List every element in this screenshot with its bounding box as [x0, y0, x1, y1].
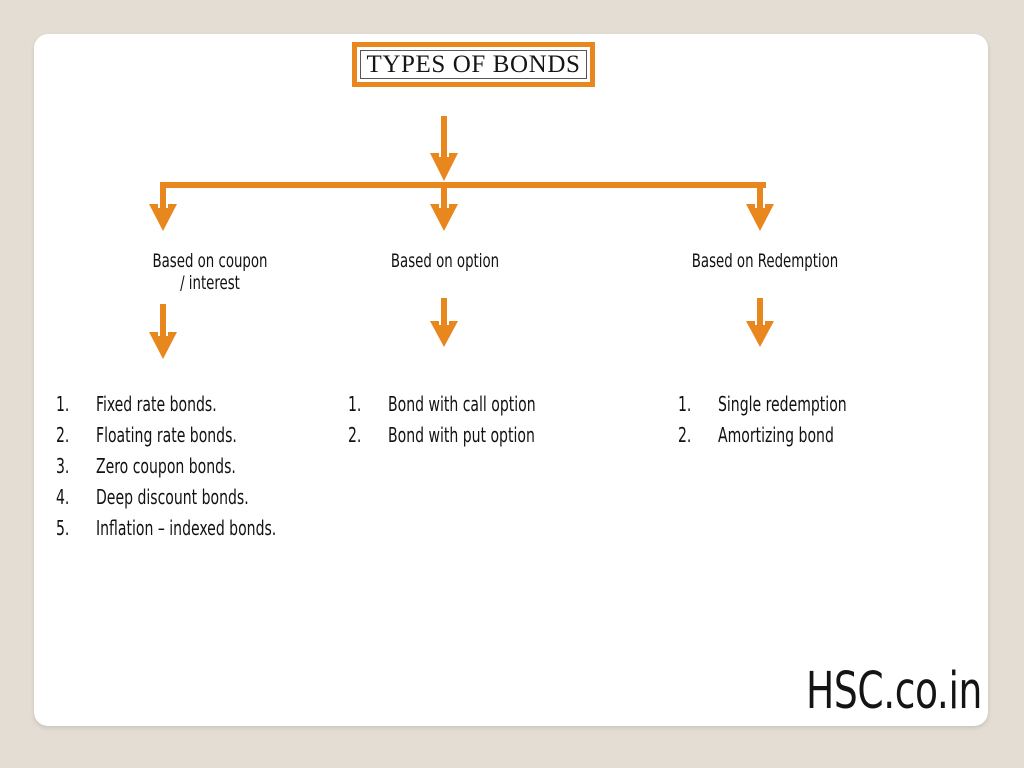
list-item: 3. Zero coupon bonds. [56, 454, 327, 485]
list-item-number: 4. [56, 485, 70, 509]
list-item-label: Single redemption [718, 392, 847, 416]
list-item: 2. Bond with put option [348, 423, 577, 454]
list-item-label: Deep discount bonds. [96, 485, 249, 509]
branch-down-arrow-icon-0 [148, 186, 178, 232]
list-item-label: Inflation – indexed bonds. [96, 516, 277, 540]
list-item-label: Bond with put option [388, 423, 535, 447]
list-item-label: Bond with call option [388, 392, 536, 416]
list-item-label: Zero coupon bonds. [96, 454, 236, 478]
list-item-number: 1. [56, 392, 70, 416]
list-item: 2. Floating rate bonds. [56, 423, 327, 454]
list-down-arrow-icon-2 [745, 298, 775, 348]
horizontal-connector-line [160, 182, 766, 188]
list-item: 4. Deep discount bonds. [56, 485, 327, 516]
list-item-number: 2. [678, 423, 692, 447]
list-item-number: 2. [348, 423, 362, 447]
list-item-label: Fixed rate bonds. [96, 392, 217, 416]
branch-down-arrow-icon-2 [745, 186, 775, 232]
list-item-number: 3. [56, 454, 70, 478]
watermark-logo: HSC.co.in [806, 662, 982, 721]
item-list-1: 1. Bond with call option 2. Bond with pu… [348, 392, 577, 454]
list-item: 5. Inflation – indexed bonds. [56, 516, 327, 547]
list-item-number: 2. [56, 423, 70, 447]
branch-down-arrow-icon-1 [429, 186, 459, 232]
list-item-label: Amortizing bond [718, 423, 834, 447]
list-item-number: 1. [348, 392, 362, 416]
page-title-box: TYPES OF BONDS [352, 42, 595, 87]
list-down-arrow-icon-0 [148, 304, 178, 360]
slide-card [34, 34, 988, 726]
list-item: 1. Single redemption [678, 392, 883, 423]
list-down-arrow-icon-1 [429, 298, 459, 348]
root-down-arrow-icon [429, 116, 459, 182]
branch-label-2: Based on Redemption [691, 250, 839, 272]
list-item: 1. Fixed rate bonds. [56, 392, 327, 423]
list-item-label: Floating rate bonds. [96, 423, 237, 447]
item-list-2: 1. Single redemption 2. Amortizing bond [678, 392, 883, 454]
list-item-number: 1. [678, 392, 692, 416]
branch-label-1: Based on option [390, 250, 500, 272]
list-item: 2. Amortizing bond [678, 423, 883, 454]
list-item: 1. Bond with call option [348, 392, 577, 423]
list-item-number: 5. [56, 516, 70, 540]
item-list-0: 1. Fixed rate bonds. 2. Floating rate bo… [56, 392, 327, 547]
page-title: TYPES OF BONDS [366, 51, 581, 78]
branch-label-0: Based on coupon / interest [152, 250, 268, 295]
